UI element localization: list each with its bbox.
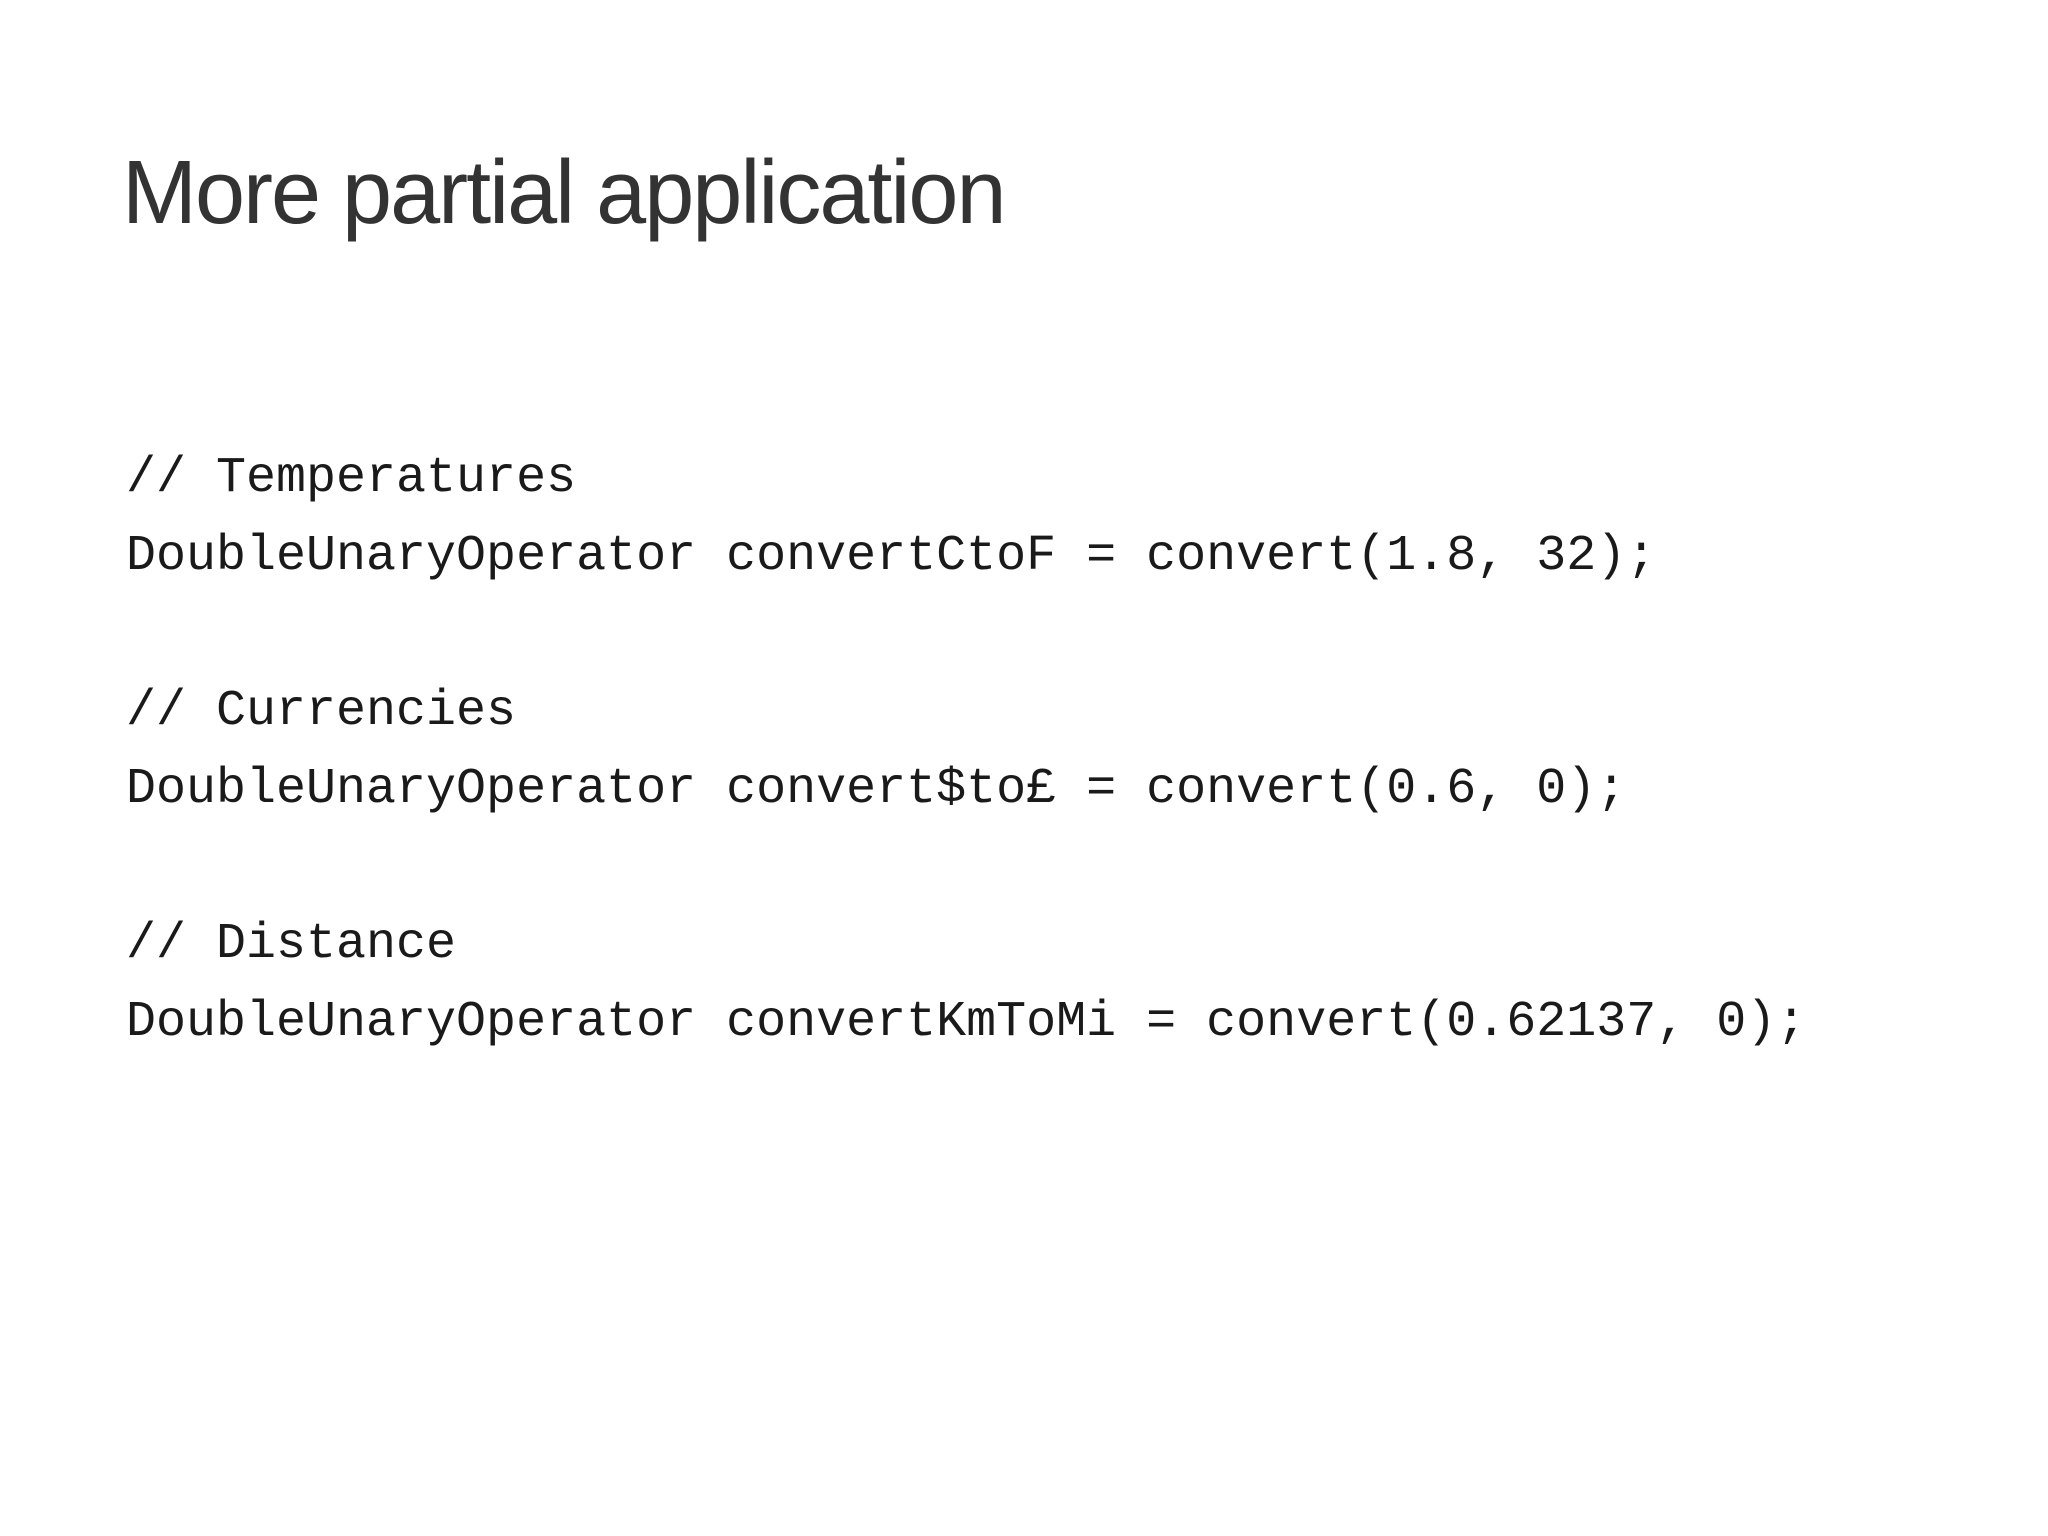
code-statement-currencies: DoubleUnaryOperator convert$to£ = conver… — [126, 761, 1627, 818]
code-comment-currencies: // Currencies — [126, 683, 517, 740]
code-comment-temperatures: // Temperatures — [126, 450, 577, 507]
code-block-distance: // Distance DoubleUnaryOperator convertK… — [126, 906, 1806, 1062]
code-comment-distance: // Distance — [126, 916, 457, 973]
code-statement-temperatures: DoubleUnaryOperator convertCtoF = conver… — [126, 528, 1657, 585]
code-area: // Temperatures DoubleUnaryOperator conv… — [126, 440, 1806, 1139]
code-block-currencies: // Currencies DoubleUnaryOperator conver… — [126, 673, 1806, 829]
slide-title: More partial application — [122, 143, 1006, 243]
code-statement-distance: DoubleUnaryOperator convertKmToMi = conv… — [126, 994, 1807, 1051]
code-block-temperatures: // Temperatures DoubleUnaryOperator conv… — [126, 440, 1806, 596]
